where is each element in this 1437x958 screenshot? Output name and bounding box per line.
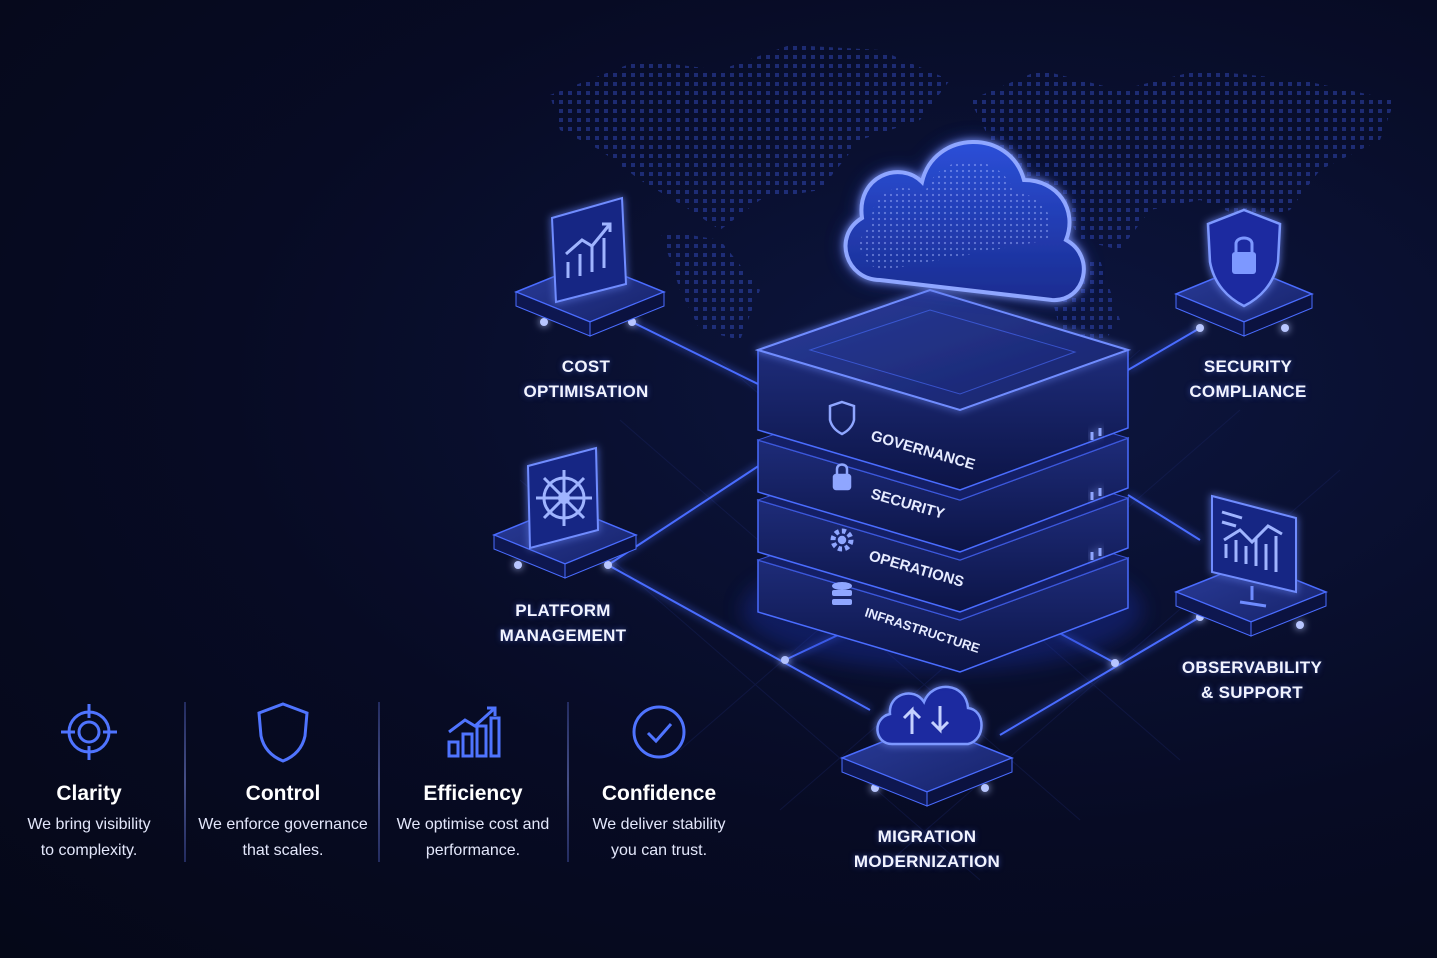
migration-node bbox=[839, 685, 1015, 807]
pillar-control: Control We enforce governance that scale… bbox=[188, 690, 378, 864]
growth-chart-icon bbox=[550, 196, 628, 304]
security-lock-icon bbox=[832, 473, 852, 491]
pillar-title: Clarity bbox=[56, 782, 122, 805]
link-platform-migration bbox=[607, 564, 871, 711]
central-cloud-icon bbox=[843, 140, 1086, 385]
padlock-shield-icon bbox=[1206, 208, 1282, 308]
data-rain bbox=[896, 280, 970, 385]
pillar-title: Confidence bbox=[601, 782, 717, 805]
operations-gear-icon bbox=[830, 528, 854, 552]
observability-node bbox=[1173, 494, 1329, 637]
link-observability bbox=[1127, 494, 1201, 541]
link-cost bbox=[631, 321, 761, 386]
pillar-text: We enforce governance that scales. bbox=[198, 816, 368, 859]
observability-support-label: OBSERVABILITY& SUPPORT bbox=[1181, 658, 1323, 702]
divider bbox=[184, 702, 186, 862]
shield-icon bbox=[257, 702, 309, 763]
link-observability-migration bbox=[999, 616, 1201, 736]
pillar-confidence: Confidence We deliver stability you can … bbox=[564, 690, 754, 864]
pillar-title: Efficiency bbox=[423, 782, 523, 805]
pillar-text: We bring visibility to complexity. bbox=[27, 816, 151, 859]
divider bbox=[567, 702, 569, 862]
monitor-chart-icon bbox=[1211, 494, 1297, 608]
cloud-migration-icon bbox=[876, 685, 983, 746]
value-pillars: Clarity We bring visibility to complexit… bbox=[0, 690, 760, 880]
pillar-text: We optimise cost and performance. bbox=[396, 816, 550, 859]
world-map bbox=[550, 45, 1395, 360]
check-circle-icon bbox=[632, 705, 686, 759]
divider bbox=[378, 702, 380, 862]
governance-shield-icon bbox=[828, 400, 856, 436]
pillar-efficiency: Efficiency We optimise cost and performa… bbox=[378, 690, 568, 864]
pillar-text: We deliver stability you can trust. bbox=[592, 816, 726, 859]
pillar-title: Control bbox=[245, 782, 321, 805]
platform-management-node bbox=[492, 446, 638, 579]
infrastructure-database-icon bbox=[832, 582, 852, 605]
target-icon bbox=[61, 704, 117, 760]
cost-optimisation-node bbox=[514, 196, 666, 337]
ship-wheel-icon bbox=[526, 446, 600, 550]
pillar-clarity: Clarity We bring visibility to complexit… bbox=[0, 690, 184, 864]
central-server-stack: GOVERNANCE SECURITY OPERATIONS INFRASTRU… bbox=[742, 288, 1142, 673]
security-compliance-node bbox=[1174, 208, 1314, 337]
growth-chart-icon bbox=[447, 706, 501, 758]
link-security-compliance bbox=[1127, 327, 1201, 371]
